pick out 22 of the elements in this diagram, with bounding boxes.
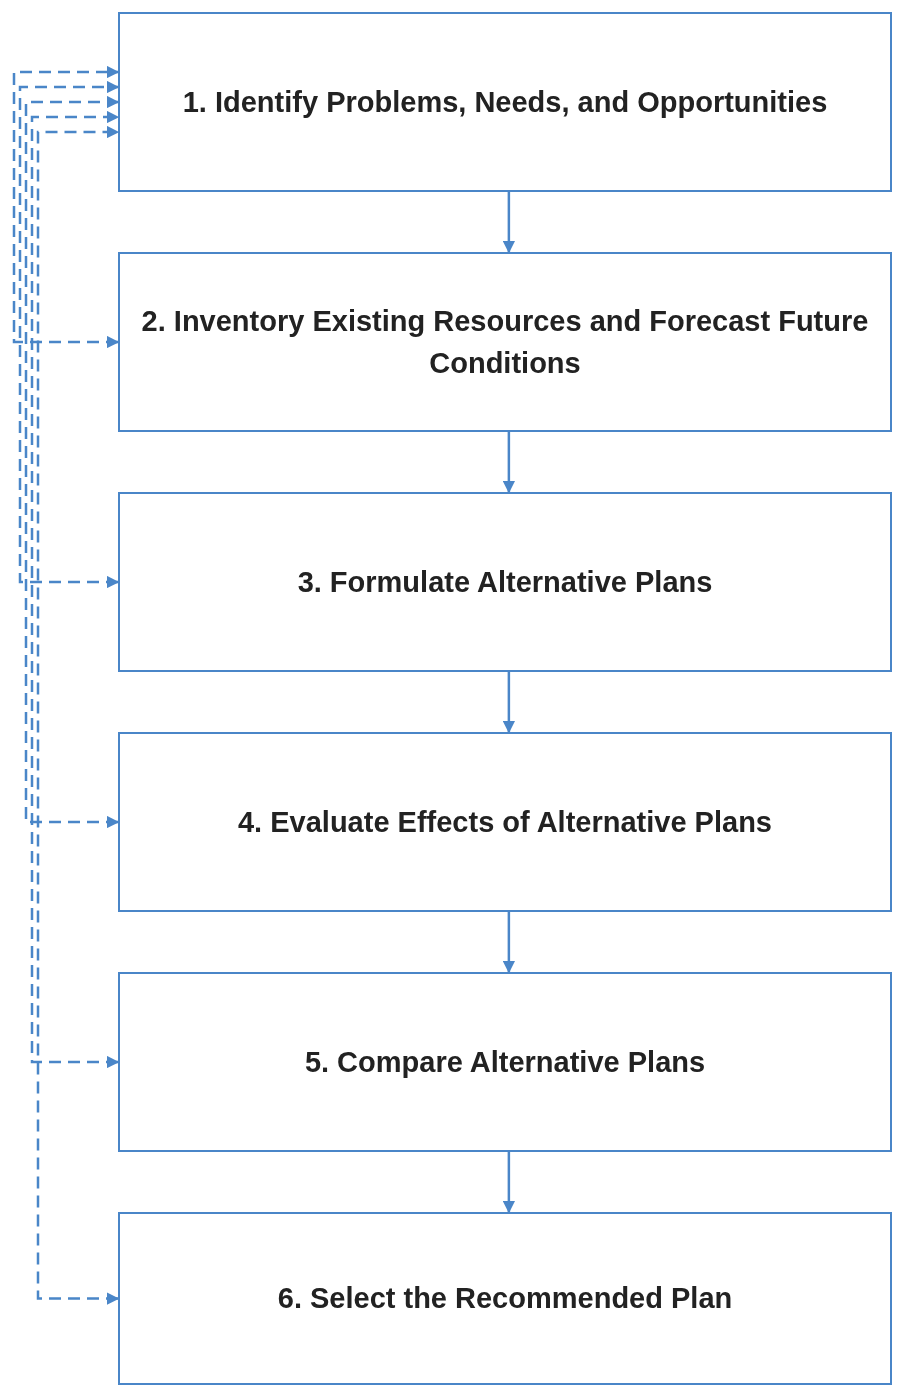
step-text: 6. Select the Recommended Plan (276, 1281, 734, 1317)
process-box (118, 732, 892, 912)
process-box (118, 252, 892, 432)
process-box (118, 12, 892, 192)
feedback-arrow (24, 95, 120, 829)
arrow (502, 912, 516, 974)
feedback-arrow (36, 125, 120, 1305)
step-text: 4. Evaluate Effects of Alternative Plans (237, 804, 773, 840)
arrow (502, 192, 516, 254)
feedback-arrow (12, 65, 120, 349)
step-text: 1. Identify Problems, Needs, and Opportunities (181, 84, 829, 120)
step-text: 2. Inventory Existing Resources and Forecast Future Conditions (140, 303, 870, 381)
step-text: 3. Formulate Alternative Plans (296, 564, 714, 600)
feedback-arrow (30, 110, 120, 1069)
arrow (502, 1152, 516, 1214)
step-text: 5. Compare Alternative Plans (303, 1044, 707, 1080)
process-box (118, 972, 892, 1152)
arrow (502, 672, 516, 734)
feedback-arrow (18, 80, 120, 589)
process-box (118, 1212, 892, 1385)
process-box (118, 492, 892, 672)
arrow (502, 432, 516, 494)
